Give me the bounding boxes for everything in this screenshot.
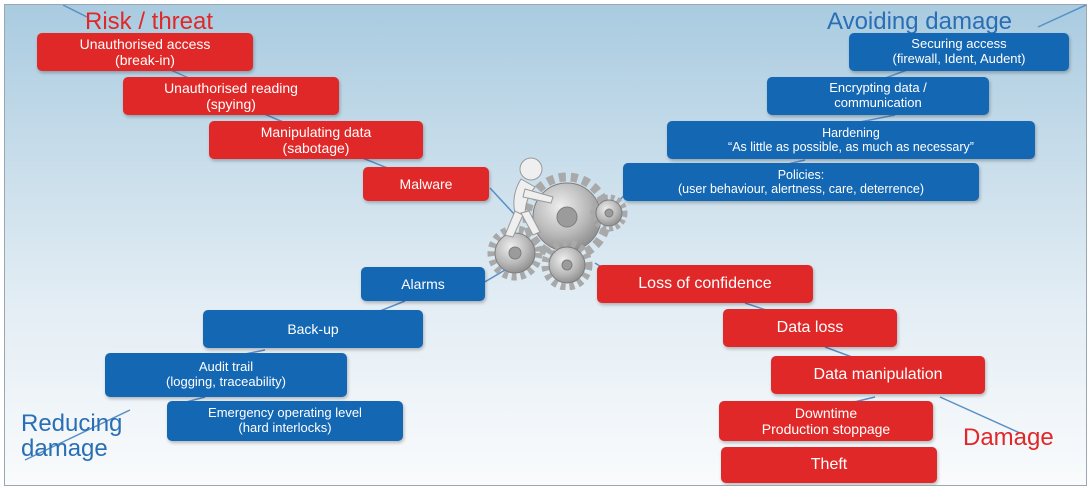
avoid-box-line1: Hardening	[822, 125, 880, 140]
risk-box-malware: Malware	[363, 167, 489, 201]
damage-box-line1: Data manipulation	[813, 365, 943, 383]
heading-damage: Damage	[963, 424, 1054, 451]
damage-box-line2: Production stoppage	[761, 421, 891, 437]
figure	[504, 157, 554, 238]
reduce-box-line1: Audit trail	[198, 359, 254, 375]
avoid-box-encrypting-data: Encrypting data / communication	[767, 77, 989, 115]
avoid-box-line1: Policies:	[777, 167, 825, 182]
diagram-canvas: Risk / threat Avoiding damage Reducing d…	[4, 4, 1087, 486]
risk-box-unauthorised-access: Unauthorised access (break-in)	[37, 33, 253, 71]
heading-risk-threat: Risk / threat	[85, 8, 214, 35]
damage-box-line1: Data loss	[776, 318, 844, 336]
connector-avoid-corner	[1037, 5, 1086, 28]
risk-box-manipulating-data: Manipulating data (sabotage)	[209, 121, 423, 159]
risk-box-line1: Unauthorised access	[79, 35, 211, 52]
avoid-box-line2: “As little as possible, as much as neces…	[728, 140, 974, 154]
damage-box-line1: Theft	[810, 455, 848, 473]
risk-box-line2: (sabotage)	[282, 140, 350, 156]
reduce-box-line2: (hard interlocks)	[238, 420, 332, 435]
avoid-box-policies: Policies: (user behaviour, alertness, ca…	[623, 163, 979, 201]
heading-reducing-line1: Reducing	[21, 410, 123, 437]
connector-malware-center	[489, 187, 516, 216]
risk-box-line2: (spying)	[206, 96, 256, 112]
damage-box-theft: Theft	[721, 447, 937, 483]
damage-box-data-manipulation: Data manipulation	[771, 356, 985, 394]
heading-reducing-damage: Reducing damage	[21, 410, 123, 463]
reduce-box-line1: Emergency operating level	[208, 405, 362, 421]
avoid-box-securing-access: Securing access (firewall, Ident, Audent…	[849, 33, 1069, 71]
risk-box-line1: Manipulating data	[260, 123, 372, 140]
damage-box-downtime: Downtime Production stoppage	[719, 401, 933, 441]
risk-box-line1: Unauthorised reading	[164, 79, 298, 96]
reduce-box-back-up: Back-up	[203, 310, 423, 348]
heading-avoiding-damage: Avoiding damage	[827, 8, 1013, 35]
reduce-box-line2: (logging, traceability)	[166, 374, 286, 389]
avoid-box-line1: Encrypting data /	[829, 80, 927, 96]
avoid-box-hardening: Hardening “As little as possible, as muc…	[667, 121, 1035, 159]
damage-box-data-loss: Data loss	[723, 309, 897, 347]
reduce-box-audit-trail: Audit trail (logging, traceability)	[105, 353, 347, 397]
reduce-box-line1: Back-up	[287, 320, 339, 337]
figure-pushing-gears-icon	[487, 157, 628, 290]
connector-damage-corner	[939, 396, 1021, 434]
reduce-box-alarms: Alarms	[361, 267, 485, 301]
reduce-box-emergency-operating-level: Emergency operating level (hard interloc…	[167, 401, 403, 441]
damage-box-line1: Downtime	[794, 404, 858, 421]
connector-risk-corner	[62, 5, 88, 18]
risk-box-line2: (break-in)	[115, 52, 175, 68]
connector-reduce-corner	[24, 409, 131, 461]
gear-small-left	[487, 225, 543, 281]
avoid-box-line1: Securing access	[911, 36, 1007, 52]
heading-reducing-line2: damage	[21, 435, 108, 463]
risk-box-unauthorised-reading: Unauthorised reading (spying)	[123, 77, 339, 115]
avoid-box-line2: (firewall, Ident, Audent)	[892, 51, 1026, 66]
damage-box-line1: Loss of confidence	[638, 274, 772, 292]
gear-small-bottom	[541, 239, 593, 290]
avoid-box-line2: (user behaviour, alertness, care, deterr…	[678, 182, 924, 196]
avoid-box-line2: communication	[834, 95, 922, 110]
damage-box-loss-of-confidence: Loss of confidence	[597, 265, 813, 303]
gear-small-right	[590, 194, 628, 232]
reduce-box-line1: Alarms	[401, 275, 445, 292]
risk-box-line1: Malware	[399, 175, 453, 192]
